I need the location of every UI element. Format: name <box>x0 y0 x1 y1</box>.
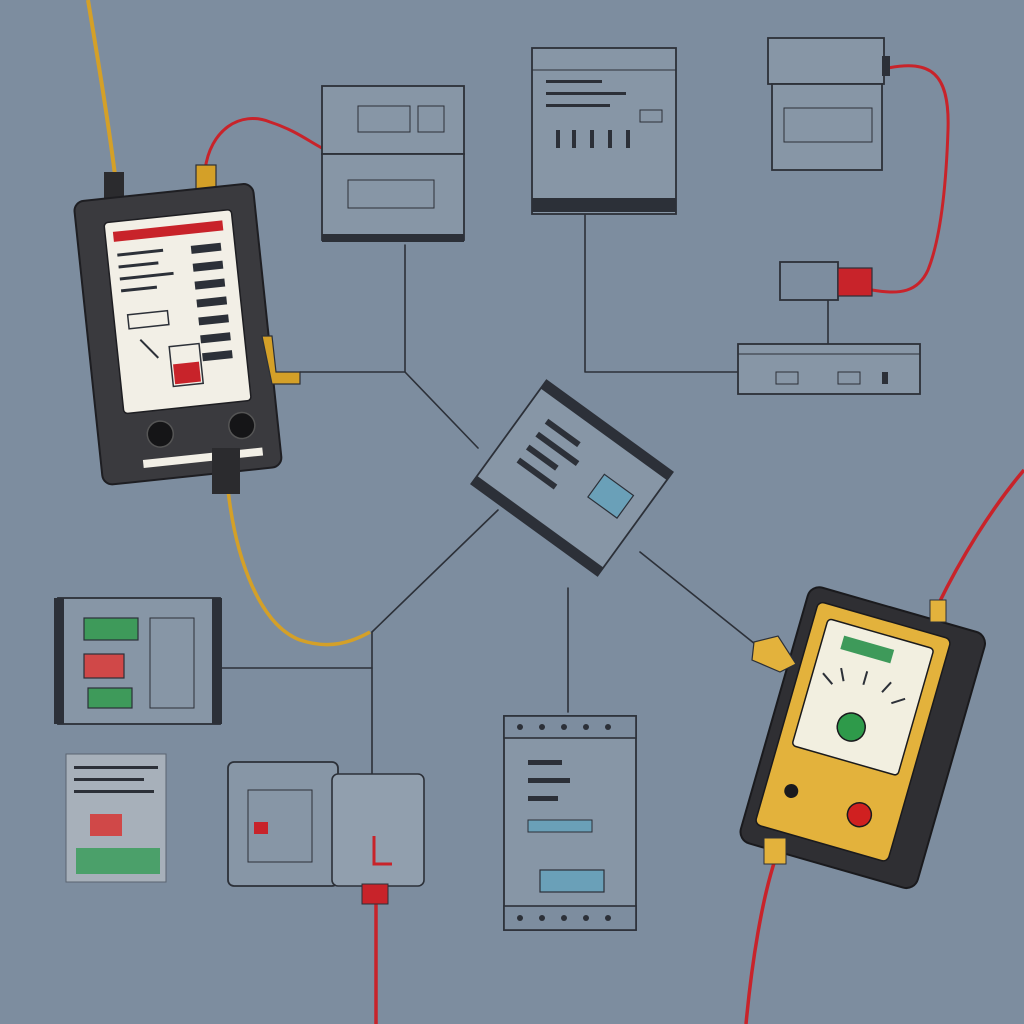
tester-knob-left <box>146 420 175 448</box>
top-module-2-circuit <box>546 80 663 148</box>
top-module-1-terminals <box>347 179 435 209</box>
multimeter-dial <box>792 618 934 776</box>
multimeter-red-button <box>846 801 873 828</box>
multimeter-selector-knob <box>836 712 866 742</box>
top-module-1-display <box>357 105 411 133</box>
junction-box-right <box>331 773 425 887</box>
central-hub <box>470 379 674 577</box>
bottom-module-display <box>539 869 605 893</box>
left-panel <box>54 597 222 725</box>
link-hub-multimeter <box>639 551 761 649</box>
multimeter-lcd <box>840 635 895 664</box>
plug-adapter-body <box>779 261 839 301</box>
wire-red-multimeter-top <box>936 468 1024 606</box>
wire-red-relay-plug <box>871 64 950 294</box>
antenna-wire-yellow <box>86 0 117 176</box>
power-strip <box>737 343 921 395</box>
plug-adapter-red-cap <box>837 267 873 297</box>
bottom-module <box>503 715 637 931</box>
top-module-2-body <box>531 47 677 215</box>
link-module2-strip <box>584 214 739 373</box>
central-hub-display <box>587 473 635 519</box>
multimeter-scale <box>822 667 906 705</box>
analog-multimeter <box>739 586 987 890</box>
link-tester-top-module <box>299 244 406 373</box>
tester-screen-readout <box>117 242 233 362</box>
multimeter-bottom-connector <box>763 837 787 865</box>
power-strip-socket-1 <box>775 371 799 385</box>
relay-box-label <box>783 107 873 143</box>
junction-box-red-terminal <box>254 822 268 834</box>
junction-box-left <box>227 761 339 887</box>
central-hub-chips <box>516 418 581 490</box>
label-card <box>65 753 167 883</box>
multimeter-probe-clip <box>751 635 797 673</box>
multimeter-top-connector <box>929 599 947 623</box>
bottom-module-chips <box>527 760 593 833</box>
top-module-2-rail <box>532 198 676 212</box>
left-panel-red-indicator <box>83 653 125 679</box>
bottom-module-screws <box>517 724 611 921</box>
tester-battery-level <box>173 361 202 385</box>
junction-box-panel <box>247 789 313 863</box>
tester-side-connector <box>261 335 301 385</box>
junction-box-red-mark <box>372 836 392 866</box>
power-strip-body <box>737 343 921 395</box>
link-top-module-hub <box>404 371 479 449</box>
tester-antenna-base <box>104 172 124 198</box>
relay-box-body <box>771 83 883 171</box>
left-panel-green-indicator <box>83 617 139 641</box>
relay-box <box>767 37 890 171</box>
wire-red-multimeter-bottom <box>744 859 777 1024</box>
relay-box-top <box>767 37 885 85</box>
handheld-tester <box>73 164 301 494</box>
plug-adapter <box>779 261 873 301</box>
left-panel-green-indicator-2 <box>87 687 133 709</box>
left-panel-body <box>57 597 221 725</box>
link-left-panel-box <box>221 667 373 776</box>
power-strip-switch <box>882 372 888 384</box>
left-panel-terminal-block <box>149 617 195 709</box>
tester-screen-header-bar <box>112 220 224 242</box>
link-hub-left <box>371 509 499 633</box>
tester-knob-right <box>228 411 256 440</box>
label-card-green-block <box>76 848 160 874</box>
wire-yellow-tester-bottom <box>226 489 371 647</box>
top-module-1 <box>321 85 465 242</box>
multimeter-jack <box>784 784 799 799</box>
label-card-red-block <box>90 814 122 836</box>
wire-red-tester-module <box>203 117 323 171</box>
relay-box-output <box>882 56 890 76</box>
tester-bottom-plug <box>212 448 240 494</box>
top-module-2 <box>531 47 677 215</box>
top-module-1-indicator <box>417 105 445 133</box>
tester-screen <box>103 209 252 415</box>
top-module-1-rail <box>322 234 464 242</box>
power-strip-socket-2 <box>837 371 861 385</box>
junction-box-plug <box>361 883 389 905</box>
top-module-1-lower <box>321 153 465 241</box>
top-module-1-upper <box>321 85 465 155</box>
connection-lines <box>221 214 829 776</box>
junction-box <box>227 761 425 905</box>
wires <box>86 0 1024 1024</box>
